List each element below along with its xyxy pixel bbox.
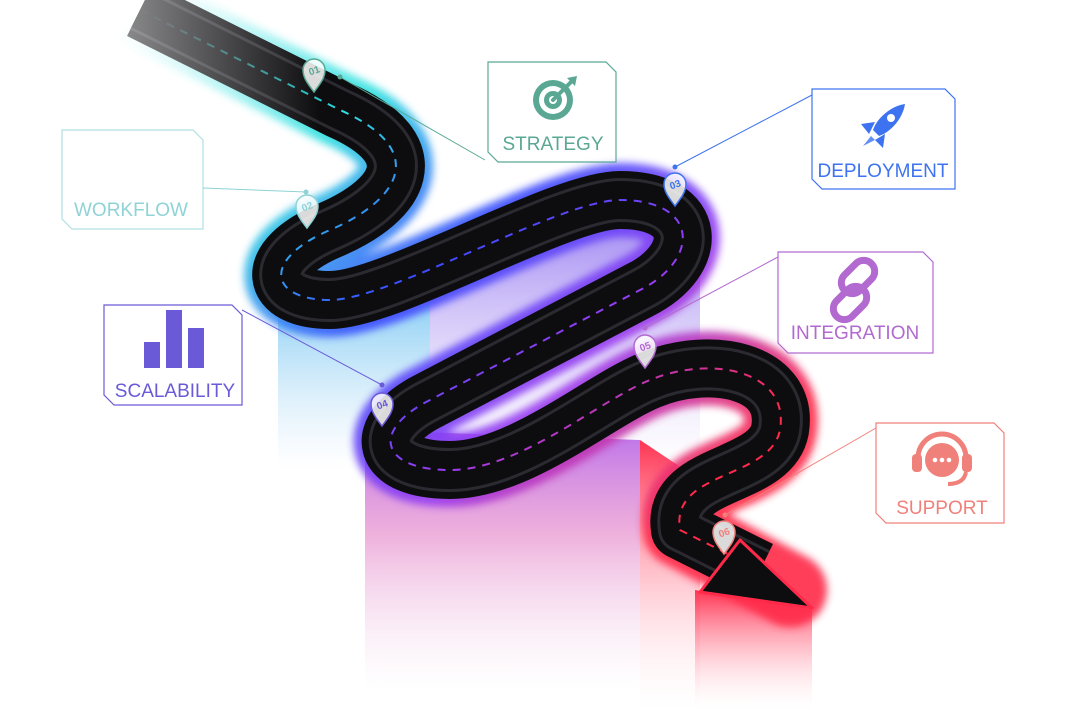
callout-box — [777, 251, 934, 354]
callout-deployment: DEPLOYMENT — [672, 88, 956, 190]
callout-label: STRATEGY — [503, 134, 604, 155]
callout-support: SUPPORT — [722, 422, 1005, 524]
leader-line — [644, 256, 779, 329]
headset-icon — [912, 431, 972, 486]
callout-label: SCALABILITY — [115, 381, 236, 402]
milestone-pin-03: 03 — [663, 172, 687, 208]
callout-strategy: STRATEGY — [337, 61, 617, 163]
pin-number: 06 — [717, 526, 732, 540]
road-center-line — [139, 9, 782, 571]
callouts: STRATEGY WORKFLOW DEPLOYMENT SCALABILITY INT… — [61, 61, 1005, 524]
callout-label: SUPPORT — [896, 498, 988, 519]
leader-dot — [642, 325, 648, 331]
leader-dot — [379, 382, 385, 388]
leader-line — [241, 309, 383, 386]
leader-line — [339, 76, 486, 161]
milestone-pin-06: 06 — [712, 520, 736, 556]
pin-number: 02 — [300, 200, 315, 214]
leader-dot — [722, 512, 728, 518]
rocket-icon — [861, 104, 905, 148]
leader-line — [674, 94, 813, 168]
start-fade — [0, 0, 320, 200]
milestone-pin-01: 01 — [302, 58, 326, 94]
callout-scalability: SCALABILITY — [103, 304, 385, 406]
leader-dot — [672, 164, 678, 170]
bar-chart-icon — [144, 310, 204, 368]
callout-box — [61, 129, 204, 230]
pin-number: 05 — [638, 340, 653, 354]
milestone-pin-05: 05 — [633, 334, 657, 370]
milestone-pins: 01 02 03 04 05 06 — [295, 58, 736, 556]
road-arrow-head — [698, 538, 814, 610]
leader-line — [724, 427, 877, 516]
leader-dot — [303, 189, 309, 195]
pin-number: 03 — [668, 178, 683, 192]
callout-integration: INTEGRATION — [642, 251, 934, 354]
milestone-pin-04: 04 — [370, 392, 394, 428]
callout-label: WORKFLOW — [74, 200, 188, 221]
leader-dot — [337, 74, 343, 80]
callout-label: DEPLOYMENT — [818, 161, 949, 182]
target-icon — [533, 76, 577, 120]
leader-line — [202, 187, 307, 193]
milestone-pin-02: 02 — [295, 194, 319, 230]
callout-label: INTEGRATION — [791, 323, 919, 344]
callout-workflow: WORKFLOW — [61, 129, 309, 230]
pin-number: 04 — [375, 398, 390, 412]
link-icon — [829, 256, 879, 324]
pin-number: 01 — [307, 64, 322, 78]
